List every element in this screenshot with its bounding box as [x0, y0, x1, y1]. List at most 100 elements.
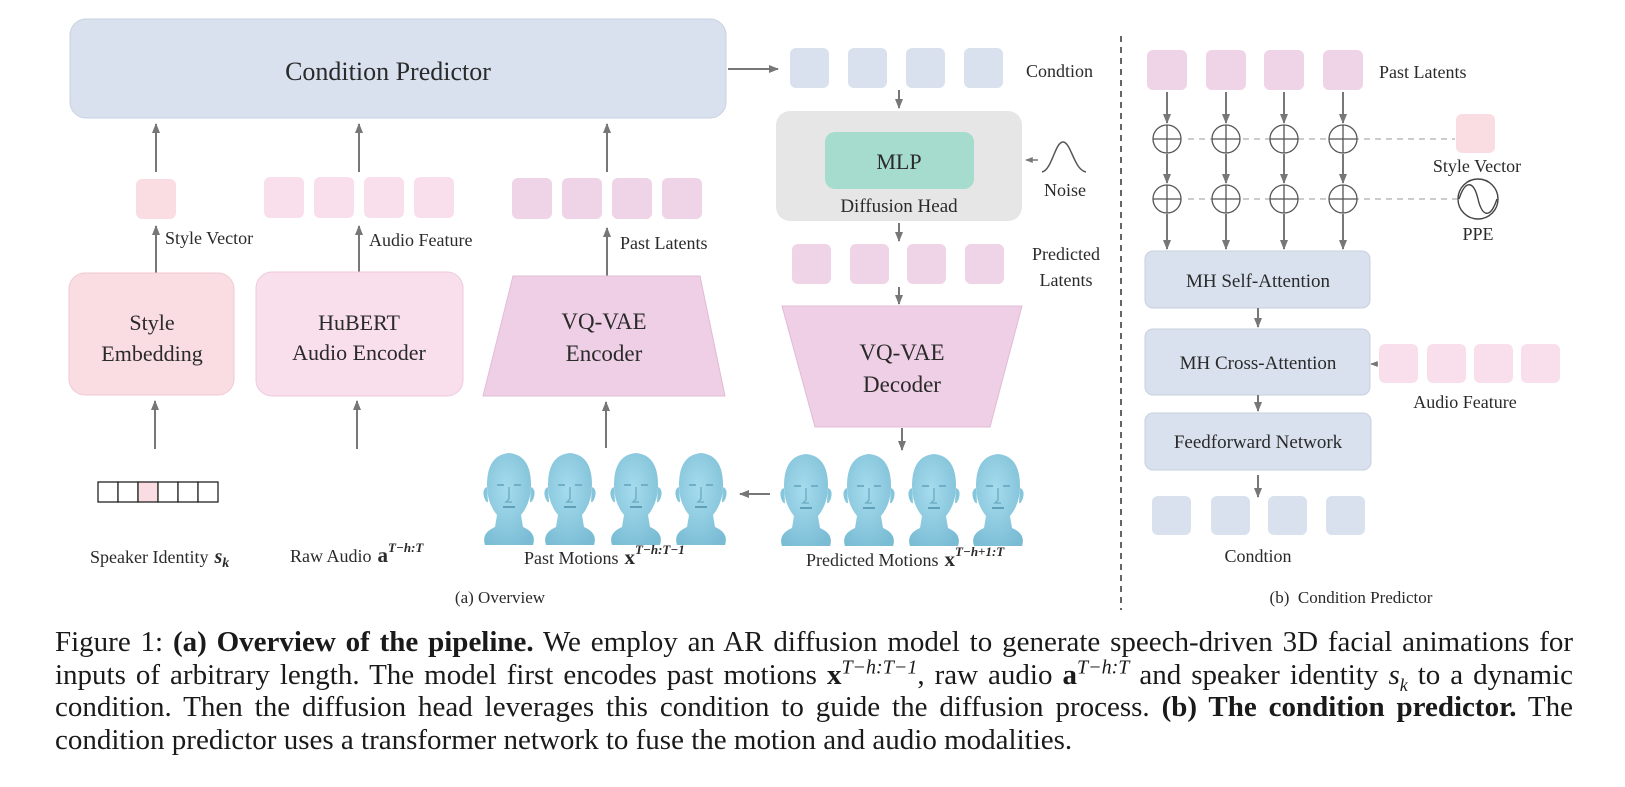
add-operator-icon [1328, 184, 1358, 214]
audio-feature-token [264, 177, 304, 218]
pipeline-figure: Condition Predictor Condtion MLP Diffusi… [68, 18, 1560, 610]
diffusion-head-block: MLP Diffusion Head [776, 111, 1022, 221]
math-a: a [1062, 658, 1078, 691]
past-latent-token [1264, 50, 1304, 90]
past-latent-token [562, 178, 602, 219]
feedforward-label: Feedforward Network [1174, 432, 1343, 453]
style-embedding-block: Style Embedding [68, 272, 235, 396]
audio-feature-token [414, 177, 454, 218]
hubert-audio-encoder-block: HuBERT Audio Encoder [255, 271, 464, 397]
predicted-latents-label-1: Predicted [1032, 244, 1100, 264]
one-hot-cell [177, 481, 199, 503]
vqvae-decoder-label-1: VQ-VAE [859, 340, 944, 365]
panel-b-past-latent-tokens [1147, 50, 1363, 90]
face-icon [907, 453, 961, 547]
add-operator-icon [1269, 124, 1299, 154]
condition-token [1152, 496, 1191, 535]
panel-b-condition-tokens [1152, 496, 1365, 535]
panel-b-audio-feature-tokens [1379, 344, 1560, 383]
past-latent-tokens [512, 178, 702, 219]
style-vector-label: Style Vector [165, 228, 253, 248]
past-latent-token [1147, 50, 1187, 90]
audio-feature-token [1379, 344, 1418, 383]
math-x: x [826, 658, 842, 691]
face-icon [674, 452, 728, 546]
past-latent-token [1206, 50, 1246, 90]
caption-part-a-title: (a) Overview of the pipeline. [172, 626, 534, 658]
vqvae-decoder-block: VQ-VAE Decoder [781, 305, 1023, 428]
diffusion-head-label: Diffusion Head [840, 196, 958, 217]
audio-feature-label: Audio Feature [369, 230, 472, 250]
condition-predictor-block: Condition Predictor [69, 18, 727, 119]
condition-token [964, 48, 1003, 88]
ppe-label: PPE [1462, 224, 1493, 244]
caption-text: The condition predictor uses a transform… [55, 691, 1573, 756]
past-latent-token [512, 178, 552, 219]
predicted-motion-faces [779, 453, 1025, 547]
figure-caption: Figure 1: (a) Overview of the pipeline. … [55, 626, 1573, 756]
audio-feature-token [1474, 344, 1513, 383]
condition-label: Condtion [1026, 61, 1093, 81]
predicted-latent-token [792, 244, 831, 284]
face-icon [779, 453, 833, 547]
noise-label: Noise [1044, 180, 1086, 200]
raw-audio-waveform-icon [246, 454, 460, 536]
audio-feature-tokens [264, 177, 454, 218]
condition-token [1326, 496, 1365, 535]
add-operator-icon [1211, 184, 1241, 214]
add-operator-icon [1269, 184, 1299, 214]
audio-feature-token [1427, 344, 1466, 383]
audio-feature-token [364, 177, 404, 218]
mlp-label: MLP [876, 149, 921, 174]
condition-token [1211, 496, 1250, 535]
mlp-block [825, 132, 974, 189]
condition-token [790, 48, 829, 88]
cross-attention-label: MH Cross-Attention [1180, 353, 1337, 374]
math-s: s [1388, 658, 1400, 691]
subcaption-condition-predictor: (b) Condition Predictor [1270, 588, 1433, 607]
past-latent-token [612, 178, 652, 219]
predicted-latents-label-2: Latents [1040, 270, 1093, 290]
one-hot-cell [117, 481, 139, 503]
panel-b-past-latents-label: Past Latents [1379, 62, 1467, 82]
audio-feature-token [314, 177, 354, 218]
style-embedding-label-1: Style [129, 310, 174, 335]
ppe-sine-icon [1457, 178, 1499, 220]
speaker-identity-one-hot [97, 481, 219, 503]
caption-text: , raw audio [917, 658, 1063, 691]
face-icon [971, 453, 1025, 547]
past-latents-label: Past Latents [620, 233, 708, 253]
face-icon [482, 452, 536, 546]
noise-gaussian-icon [1041, 141, 1087, 173]
past-latent-token [662, 178, 702, 219]
self-attention-label: MH Self-Attention [1186, 271, 1331, 292]
vqvae-decoder-label-2: Decoder [863, 372, 941, 397]
condition-tokens [790, 48, 1003, 88]
condition-token [1268, 496, 1307, 535]
face-icon [609, 452, 663, 546]
audio-feature-token [1521, 344, 1560, 383]
face-icon [543, 452, 597, 546]
vqvae-encoder-label-2: Encoder [566, 341, 643, 366]
add-operator-icon [1211, 124, 1241, 154]
panel-b-style-vector-token [1456, 114, 1495, 153]
add-operator-icon [1328, 124, 1358, 154]
face-icon [842, 453, 896, 547]
figure-number: Figure 1: [55, 626, 164, 658]
math-s-sub: k [1399, 674, 1408, 695]
self-attention-block: MH Self-Attention [1144, 250, 1371, 309]
math-x-sup: T−h:T−1 [841, 655, 918, 678]
condition-predictor-label: Condition Predictor [285, 57, 491, 86]
hubert-label-2: Audio Encoder [292, 340, 426, 365]
add-operator-icon [1152, 184, 1182, 214]
past-motion-faces [482, 452, 728, 546]
one-hot-cell [97, 481, 119, 503]
math-a-sup: T−h:T [1077, 655, 1130, 678]
one-hot-cell-active [137, 481, 159, 503]
caption-text: We employ an AR diffusion model to gener… [55, 626, 1574, 691]
panel-b-audio-feature-label: Audio Feature [1413, 392, 1516, 412]
